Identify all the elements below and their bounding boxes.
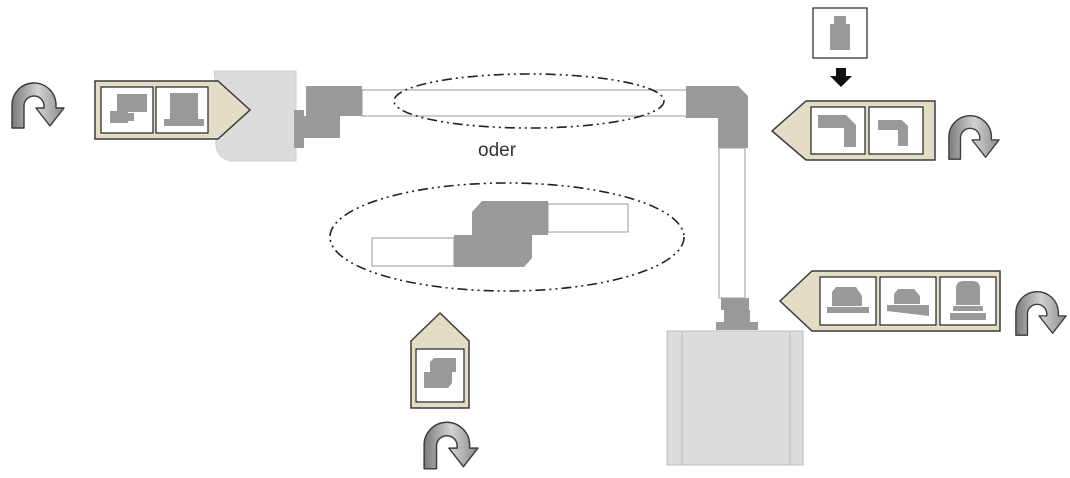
appliance-box xyxy=(666,330,804,466)
or-label: oder xyxy=(478,140,517,161)
rotate-arrow-icon-bottom xyxy=(423,421,479,470)
offset-connector-marker xyxy=(329,182,685,292)
wall-device-left xyxy=(213,70,297,162)
rotate-arrow-icon-right-top xyxy=(948,114,1000,160)
insert-arrow-icon xyxy=(830,68,852,87)
elbow-small-icon xyxy=(878,120,908,146)
device-adapter-base xyxy=(716,322,758,330)
vertical-pipe xyxy=(718,147,746,299)
device-adapter-collar-lower xyxy=(724,310,750,322)
hose-adapter-fitting xyxy=(306,86,362,116)
hose-adapter-icon xyxy=(110,94,147,123)
offset-pipe-upper xyxy=(547,203,629,233)
rotate-arrow-icon-right-bottom xyxy=(1015,290,1067,336)
horizontal-pipe xyxy=(361,89,691,117)
offset-connector-upper xyxy=(472,201,548,235)
offset-connector-icon xyxy=(424,358,456,388)
slanted-collar-icon xyxy=(887,289,929,316)
offset-connector-lower xyxy=(454,235,532,267)
rotate-arrow-icon-left xyxy=(11,82,65,129)
elbow-fitting xyxy=(686,86,748,148)
offset-pipe-lower xyxy=(371,237,455,267)
flange-adapter-icon xyxy=(164,93,204,126)
elbow-icon xyxy=(818,115,856,147)
stepped-collar-icon xyxy=(950,281,986,320)
pipe-section-marker xyxy=(393,73,665,129)
wall-outlet-stub xyxy=(302,116,340,138)
stepped-adapter-icon xyxy=(830,16,850,50)
wall-outlet-flange xyxy=(294,110,304,148)
flat-collar-icon xyxy=(827,287,869,313)
device-adapter-collar xyxy=(721,298,749,310)
